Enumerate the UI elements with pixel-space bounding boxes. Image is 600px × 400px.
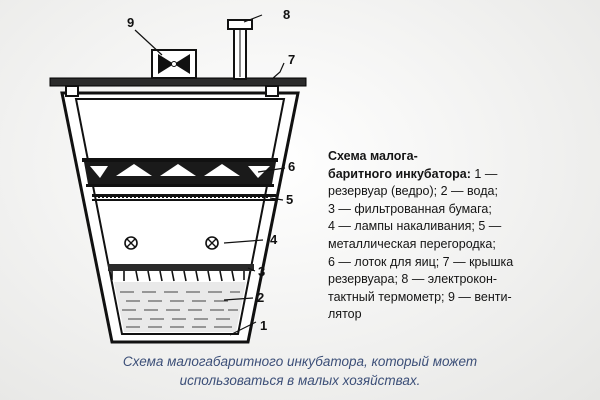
legend-line: баритного инкубатора: 1 —	[328, 166, 590, 184]
legend-line-bold: баритного инкубатора:	[328, 166, 471, 181]
incandescent-lamp	[124, 236, 138, 250]
part-label-1: 1	[260, 318, 267, 333]
legend-line-text: 1 —	[470, 166, 498, 181]
water	[114, 282, 246, 332]
caption-line-2: использоваться в малых хозяйствах.	[179, 373, 421, 388]
legend-line-text: тактный термометр; 9 — венти-	[328, 289, 512, 304]
legend-line-bold: Схема малога-	[328, 149, 418, 163]
legend-line-text: 6 — лоток для яиц; 7 — крышка	[328, 254, 514, 269]
legend-line: 4 — лампы накаливания; 5 —	[328, 218, 590, 236]
legend-line-text: лятор	[328, 307, 362, 322]
figure-caption: Схема малогабаритного инкубатора, которы…	[0, 352, 600, 390]
part-label-9: 9	[127, 15, 134, 30]
incandescent-lamp	[205, 236, 219, 250]
part-label-6: 6	[288, 159, 295, 174]
legend-line-text: 4 — лампы накаливания; 5 —	[328, 219, 502, 234]
legend-line: Схема малога-	[328, 148, 590, 166]
part-label-5: 5	[286, 192, 293, 207]
metal-partition	[92, 194, 276, 201]
egg-tray	[82, 158, 278, 187]
legend-line-text: резервуара; 8 — электрокон-	[328, 272, 498, 287]
legend-line-text: резервуар (ведро); 2 — вода;	[328, 184, 498, 199]
part-label-3: 3	[258, 264, 265, 279]
legend-line-text: 3 — фильтрованная бумага;	[328, 201, 492, 216]
legend-line: 3 — фильтрованная бумага;	[328, 201, 590, 219]
bucket-wall	[60, 91, 300, 344]
legend-line: резервуар (ведро); 2 — вода;	[328, 183, 590, 201]
part-label-4: 4	[270, 232, 278, 247]
part-label-7: 7	[288, 52, 295, 67]
caption-line-1: Схема малогабаритного инкубатора, которы…	[122, 354, 478, 369]
contact-thermometer	[227, 19, 253, 80]
legend-line: металлическая перегородка;	[328, 236, 590, 254]
fan	[151, 49, 197, 79]
legend-line-text: металлическая перегородка;	[328, 236, 496, 251]
legend-line: лятор	[328, 306, 590, 324]
legend-line: резервуара; 8 — электрокон-	[328, 271, 590, 289]
leader-lines	[134, 14, 286, 336]
legend-line: тактный термометр; 9 — венти-	[328, 289, 590, 307]
legend-text: Схема малога- баритного инкубатора: 1 — …	[328, 148, 590, 324]
filter-paper	[108, 264, 254, 282]
part-label-2: 2	[257, 290, 264, 305]
part-label-8: 8	[283, 7, 290, 22]
legend-line: 6 — лоток для яиц; 7 — крышка	[328, 254, 590, 272]
